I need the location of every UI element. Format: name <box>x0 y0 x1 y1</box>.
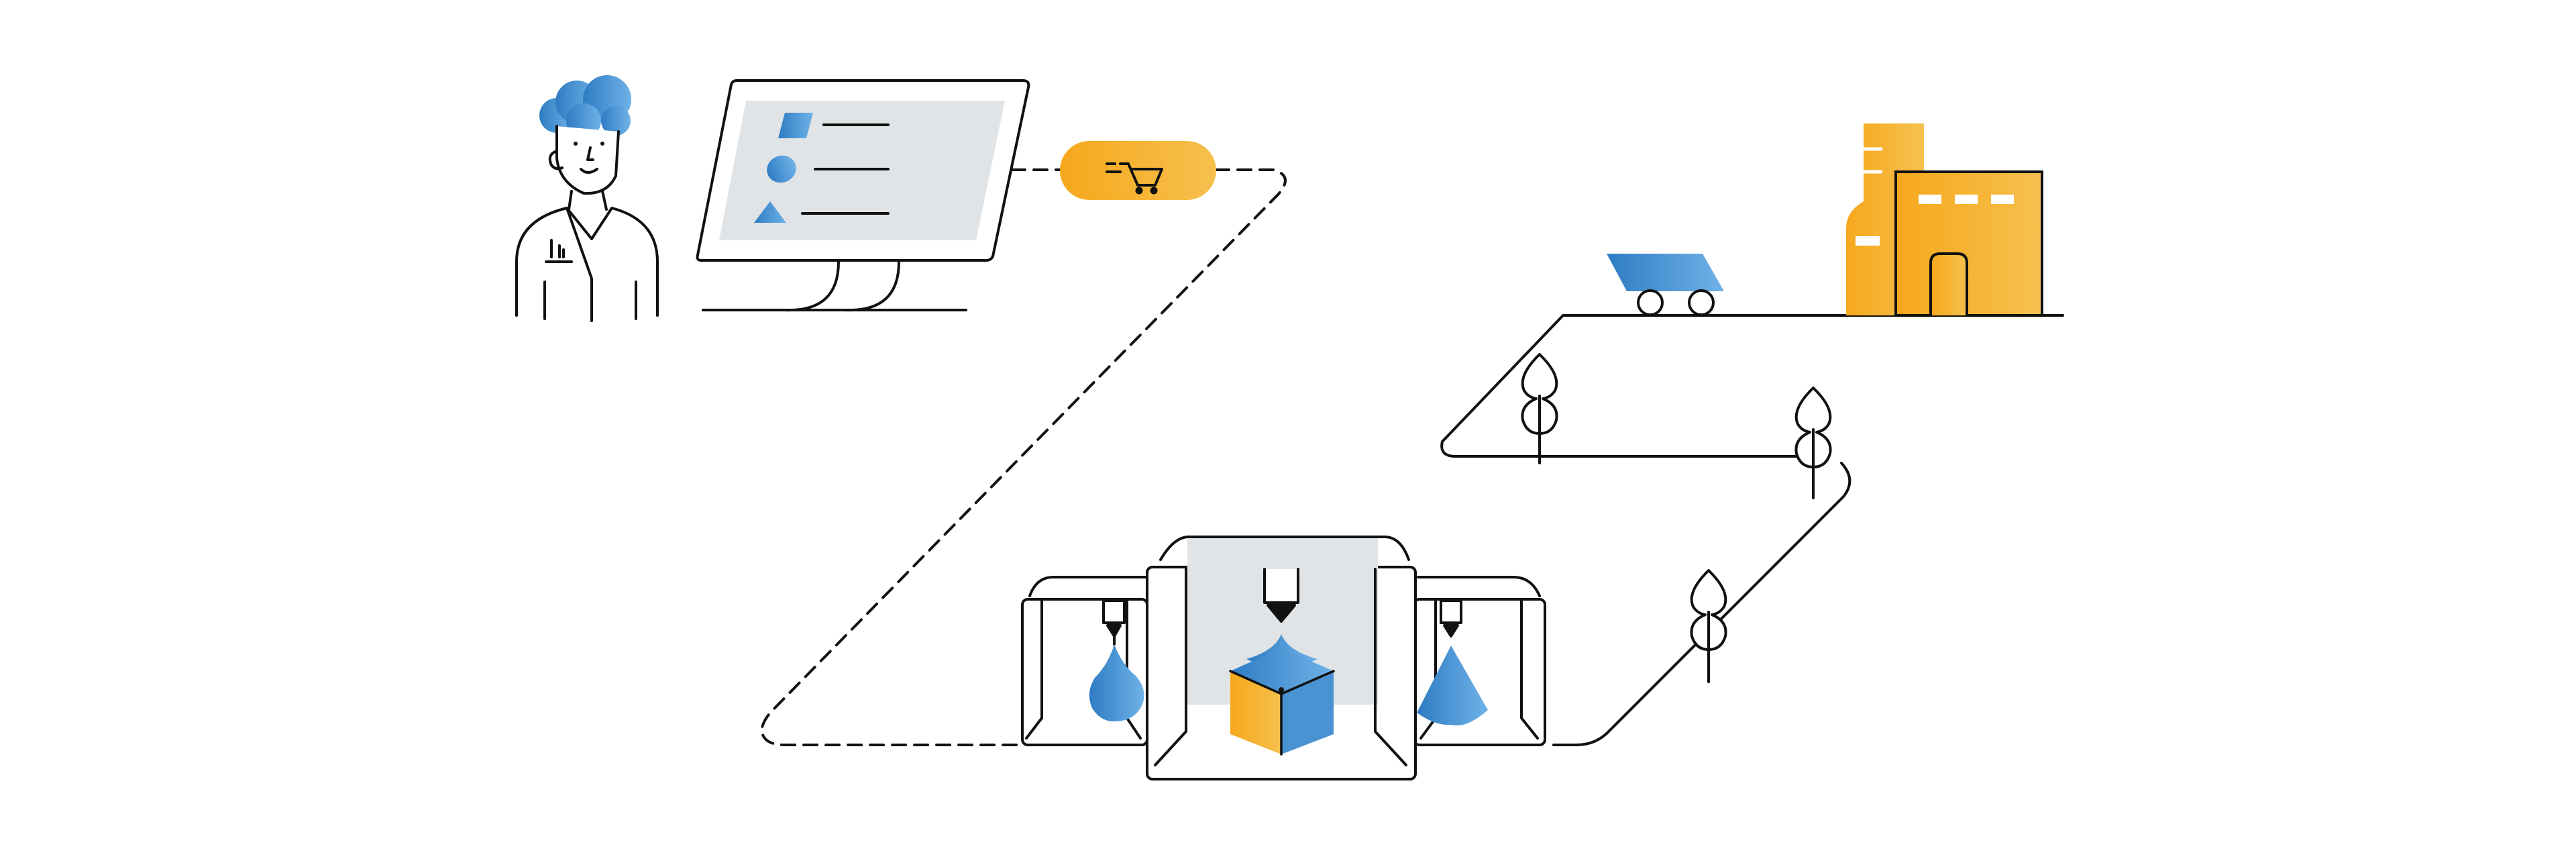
factory-door <box>1929 252 1968 315</box>
tree-icon <box>1521 353 1558 464</box>
printer-droplet-icon <box>1021 576 1148 746</box>
triangle-shape-icon <box>754 201 786 223</box>
printer-cube-icon <box>1146 536 1417 780</box>
cube-right-face <box>1281 671 1334 754</box>
printer-cone-icon <box>1413 576 1546 746</box>
tree-icon <box>1794 387 1832 499</box>
shopping-cart-button[interactable] <box>1060 141 1216 200</box>
factory-building-icon <box>1846 123 2043 317</box>
delivery-truck-icon <box>1607 254 1724 316</box>
circle-shape-icon <box>767 155 796 183</box>
customer-person-icon <box>515 75 659 322</box>
shopping-cart-icon <box>1106 162 1163 195</box>
cone-shape-icon <box>1417 646 1488 726</box>
catalog-monitor-icon <box>696 79 1030 312</box>
parallelogram-shape-icon <box>778 113 813 138</box>
droplet-shape-icon <box>1089 644 1144 721</box>
monitor-stand <box>784 260 900 312</box>
cube-left-face <box>1230 671 1281 754</box>
tree-icon <box>1690 569 1727 683</box>
order-path <box>760 168 1287 746</box>
